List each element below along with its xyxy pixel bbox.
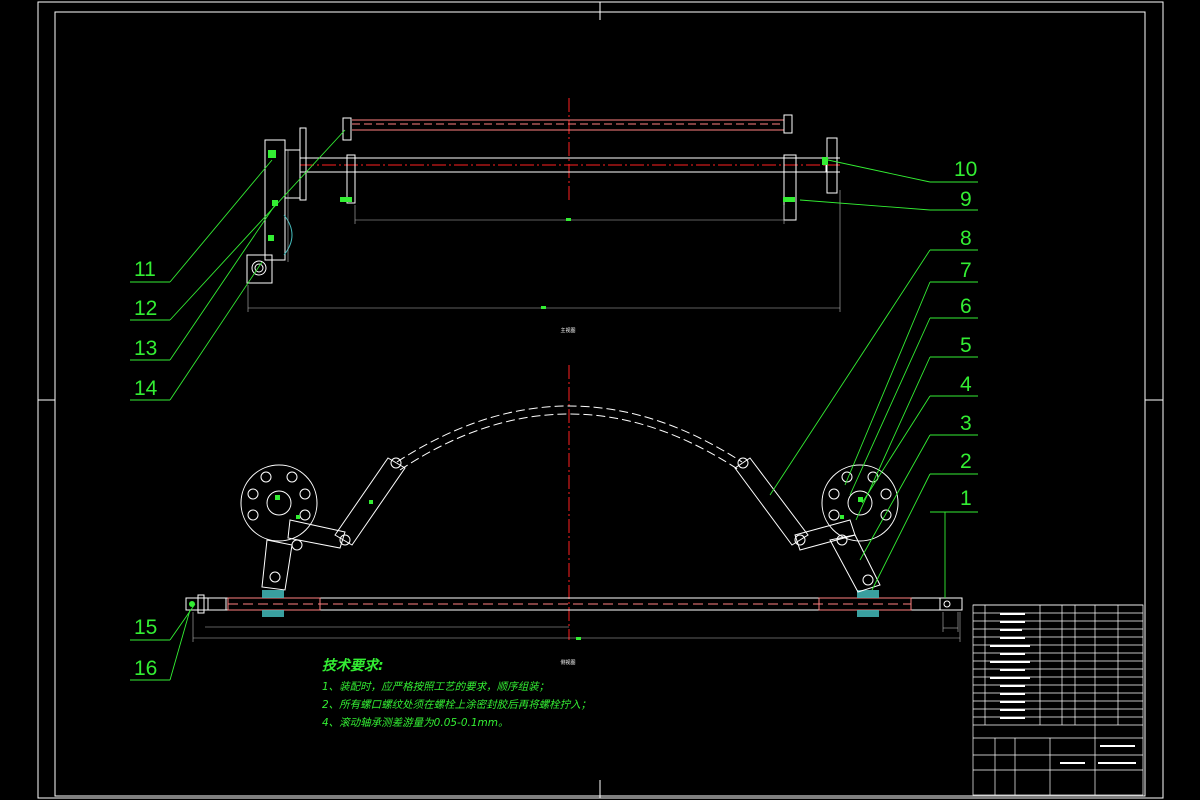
side-view — [185, 365, 963, 642]
balloon-6: 6 — [960, 295, 972, 318]
front-view-label: 主视图 — [560, 327, 575, 334]
balloon-11: 11 — [134, 258, 156, 281]
technical-requirement-1: 1、装配时，应严格按照工艺的要求，顺序组装； — [322, 681, 549, 693]
balloon-5: 5 — [960, 334, 972, 357]
technical-requirements: 技术要求: 1、装配时，应严格按照工艺的要求，顺序组装； 2、所有螺口螺纹处须在… — [322, 657, 591, 729]
balloon-8: 8 — [960, 227, 972, 250]
balloon-7: 7 — [960, 259, 972, 282]
balloon-4: 4 — [960, 373, 972, 396]
balloon-12: 12 — [134, 297, 157, 320]
title-block-fill — [990, 613, 1136, 764]
balloon-1: 1 — [960, 487, 972, 510]
balloon-2: 2 — [960, 450, 972, 473]
front-view — [246, 98, 841, 312]
balloon-13: 13 — [134, 337, 157, 360]
technical-requirement-3: 4、滚动轴承测差游量为0.05-0.1mm。 — [322, 717, 509, 729]
balloon-9: 9 — [960, 188, 972, 211]
balloon-10: 10 — [954, 158, 977, 181]
balloon-16: 16 — [134, 657, 157, 680]
technical-requirement-2: 2、所有螺口螺纹处须在螺栓上涂密封胶后再将螺栓拧入； — [322, 699, 591, 711]
technical-requirements-title: 技术要求: — [322, 657, 384, 674]
balloon-3: 3 — [960, 412, 972, 435]
sheet-border — [37, 1, 1164, 799]
balloon-15: 15 — [134, 616, 157, 639]
side-view-label: 侧视图 — [560, 659, 575, 666]
balloon-14: 14 — [134, 377, 158, 400]
leader-lines — [130, 129, 978, 681]
balloon-numbers: 1 2 3 4 5 6 7 8 9 10 11 12 13 14 15 16 — [134, 158, 977, 680]
